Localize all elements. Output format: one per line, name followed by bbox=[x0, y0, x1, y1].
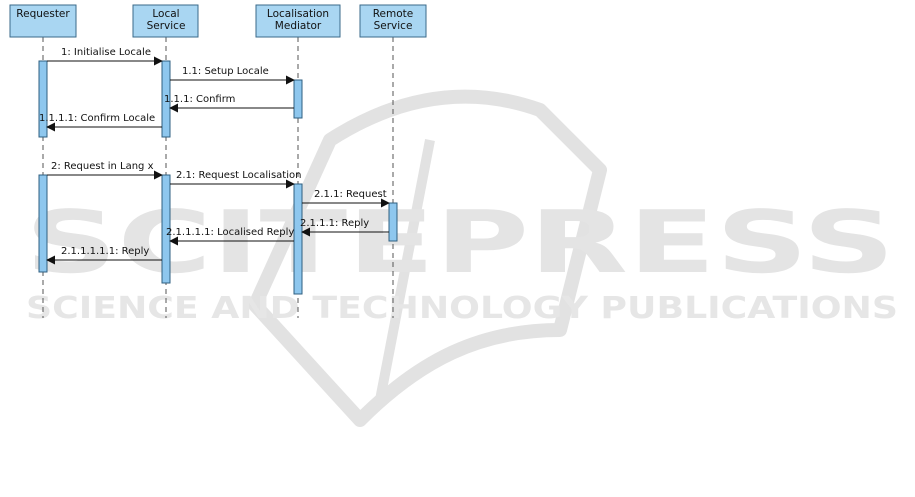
participant-label: Localisation bbox=[267, 8, 329, 20]
watermark-book-outline bbox=[248, 89, 607, 427]
watermark-title: SCITEPRESS bbox=[25, 193, 895, 293]
watermark-subtitle: SCIENCE AND TECHNOLOGY PUBLICATIONS bbox=[26, 291, 898, 326]
participant-label: Service bbox=[147, 20, 186, 32]
activation-bar-requester bbox=[38, 60, 48, 138]
messages: 1: Initialise Locale 1.1: Setup Locale 1.1… bbox=[39, 47, 390, 265]
message-label: 2: Request in Lang x bbox=[51, 161, 154, 172]
participant-label: Remote bbox=[373, 8, 414, 20]
message-4: 1.1.1.1: Confirm Locale bbox=[39, 113, 162, 132]
activation-bar-local bbox=[161, 60, 171, 138]
message-6: 2.1: Request Localisation bbox=[170, 170, 301, 189]
message-7: 2.1.1: Request bbox=[302, 189, 390, 208]
participant-label: Local bbox=[152, 8, 179, 20]
message-label: 1.1: Setup Locale bbox=[182, 66, 269, 77]
message-label: 2.1.1.1: Reply bbox=[300, 218, 369, 229]
watermark: SCITEPRESS SCIENCE AND TECHNOLOGY PUBLIC… bbox=[25, 89, 898, 427]
participant-box bbox=[9, 4, 77, 38]
message-label: 2.1.1: Request bbox=[314, 189, 387, 200]
message-3: 1.1.1: Confirm bbox=[164, 94, 294, 113]
participant-label: Requester bbox=[16, 8, 70, 20]
message-label: 1.1.1.1: Confirm Locale bbox=[39, 113, 155, 124]
activation-bar-remote bbox=[388, 202, 398, 242]
activations bbox=[38, 60, 398, 295]
watermark-book-spine bbox=[375, 139, 435, 401]
message-10: 2.1.1.1.1.1: Reply bbox=[46, 246, 162, 265]
message-label: 2.1.1.1.1: Localised Reply bbox=[166, 227, 294, 238]
participant-box bbox=[255, 4, 341, 38]
message-label: 2.1.1.1.1.1: Reply bbox=[61, 246, 149, 257]
participant-box bbox=[132, 4, 199, 38]
activation-bar-mediator bbox=[293, 183, 303, 295]
activation-bar-requester bbox=[38, 174, 48, 273]
message-8: 2.1.1.1: Reply bbox=[300, 218, 389, 237]
participant-label: Mediator bbox=[275, 20, 322, 32]
message-label: 1.1.1: Confirm bbox=[164, 94, 235, 105]
activation-bar-mediator bbox=[293, 79, 303, 119]
message-9: 2.1.1.1.1: Localised Reply bbox=[166, 227, 294, 246]
activation-bar-local bbox=[161, 174, 171, 284]
message-5: 2: Request in Lang x bbox=[47, 161, 163, 180]
message-2: 1.1: Setup Locale bbox=[170, 66, 295, 85]
participant-box bbox=[359, 4, 427, 38]
message-label: 1: Initialise Locale bbox=[61, 47, 151, 58]
participant-label: Service bbox=[374, 20, 413, 32]
message-1: 1: Initialise Locale bbox=[47, 47, 163, 66]
participant-requester[interactable]: Requester bbox=[9, 4, 77, 38]
message-label: 2.1: Request Localisation bbox=[176, 170, 301, 181]
